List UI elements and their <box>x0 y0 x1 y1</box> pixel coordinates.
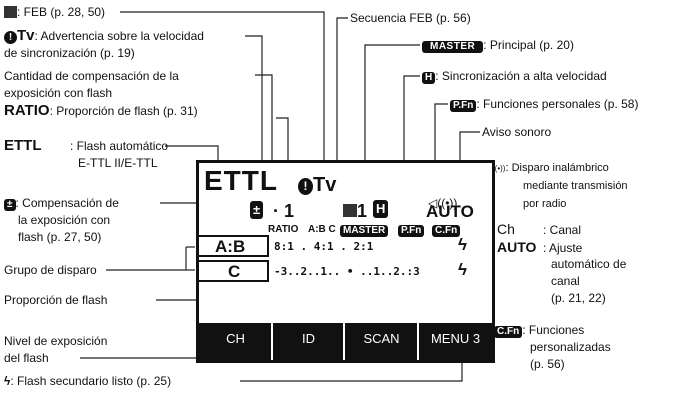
lcd-ettl: ETTL <box>204 165 278 196</box>
ratio-marker-legend: Proporción de flash <box>4 293 108 307</box>
master-legend: MASTER: Principal (p. 20) <box>422 38 574 53</box>
level-legend-line1: Nivel de exposición <box>4 334 108 348</box>
radio-legend-line3: por radio <box>523 198 567 210</box>
comp-legend-line2: exposición con flash <box>4 86 113 100</box>
fec-icon: ± <box>4 199 16 211</box>
lcd-ready-icon-b: ϟ <box>458 260 467 279</box>
radio-legend-line2: mediante transmisión <box>523 180 628 192</box>
auto-legend-line4: (p. 21, 22) <box>551 291 606 305</box>
radio-legend: ((•)): Disparo inalámbrico <box>492 162 609 174</box>
level-legend-line2: del flash <box>4 351 49 365</box>
lcd-cfn: C.Fn <box>432 222 461 237</box>
cfn-legend: C.Fn: Funciones <box>494 323 584 338</box>
softkey-ch[interactable]: CH <box>226 331 245 346</box>
leader-master <box>364 44 420 195</box>
softkey-scan[interactable]: SCAN <box>363 331 400 346</box>
beep-legend: Aviso sonoro <box>482 125 552 139</box>
lcd-exposure-scale: -3..2..1.. • ..1..2.:3 <box>274 265 420 278</box>
feb-legend: : FEB (p. 28, 50) <box>4 5 105 19</box>
softkey-menu[interactable]: MENU 3 <box>430 331 481 346</box>
lcd-fec-icon: ± <box>250 201 264 219</box>
auto-legend: AUTO: Ajuste <box>497 239 583 255</box>
hs-legend: H: Sincronización a alta velocidad <box>422 69 607 84</box>
warning-legend-line2: de sincronización (p. 19) <box>4 46 135 60</box>
leader-hs <box>403 75 420 180</box>
lcd-group-ab: A:B <box>215 237 246 256</box>
auto-legend-line2: automático de <box>551 257 627 271</box>
lcd-ratio-scale: 8:1 . 4:1 . 2:1 <box>274 240 374 253</box>
lcd-panel: ETTL !Tv 1 H ◁((•)) ± · 1 AUTO RATIO A:B… <box>196 160 495 363</box>
ch-legend: Ch: Canal <box>497 221 582 237</box>
fec-legend-line2: la exposición con <box>18 213 111 227</box>
lcd-pfn: P.Fn <box>398 222 425 237</box>
high-speed-sync-icon: H <box>422 72 436 84</box>
leader-feb-seq <box>336 17 348 175</box>
cfn-legend-line2: personalizadas <box>530 340 611 354</box>
warning-icon: ! <box>4 31 17 44</box>
lcd-beep-icon: ◁((•)) <box>428 196 458 210</box>
lcd-auto: AUTO <box>426 202 474 221</box>
ettl-legend-line2: E-TTL II/E-TTL <box>78 156 158 170</box>
ready-legend: ϟ: Flash secundario listo (p. 25) <box>4 374 172 388</box>
leader-beep <box>459 131 480 170</box>
pfn-legend: P.Fn: Funciones personales (p. 58) <box>450 97 638 112</box>
auto-legend-line3: canal <box>551 274 580 288</box>
lcd-hs-icon: H <box>373 200 389 218</box>
lcd-ready-icon-a: ϟ <box>458 235 467 254</box>
lcd-master: MASTER <box>340 222 389 237</box>
lcd-group-c: C <box>228 262 241 281</box>
lcd-frame <box>196 160 495 363</box>
lightning-icon: ϟ <box>4 374 11 388</box>
lcd-groups-abc: A:B C <box>308 224 336 235</box>
ettl-legend: ETTL: Flash automático <box>4 137 169 154</box>
lcd-feb-icon <box>343 204 357 217</box>
feb-seq-legend: Secuencia FEB (p. 56) <box>350 11 471 25</box>
group-legend: Grupo de disparo <box>4 263 97 277</box>
fec-legend: ±: Compensación de <box>4 196 119 211</box>
leader-feb <box>120 11 325 175</box>
lcd-ratio-word: RATIO <box>268 224 299 235</box>
feb-icon <box>4 6 17 18</box>
lcd-warning-tv: !Tv <box>298 174 336 196</box>
ratio-legend: RATIO: Proporción de flash (p. 31) <box>4 102 198 119</box>
warning-legend: !Tv: Advertencia sobre la velocidad <box>4 28 204 44</box>
cfn-legend-line3: (p. 56) <box>530 357 565 371</box>
leader-comp <box>255 74 273 196</box>
softkey-id[interactable]: ID <box>302 331 315 346</box>
lcd-warning-icon: ! <box>298 178 313 195</box>
fec-legend-line3: flash (p. 27, 50) <box>18 230 102 244</box>
comp-legend-line1: Cantidad de compensación de la <box>4 69 179 83</box>
leader-ettl <box>165 145 219 162</box>
lcd-feb: 1 <box>343 201 367 221</box>
lcd-fec-value: · 1 <box>273 201 295 221</box>
radio-icon: ((•)) <box>492 164 506 173</box>
leader-warning <box>245 35 263 160</box>
